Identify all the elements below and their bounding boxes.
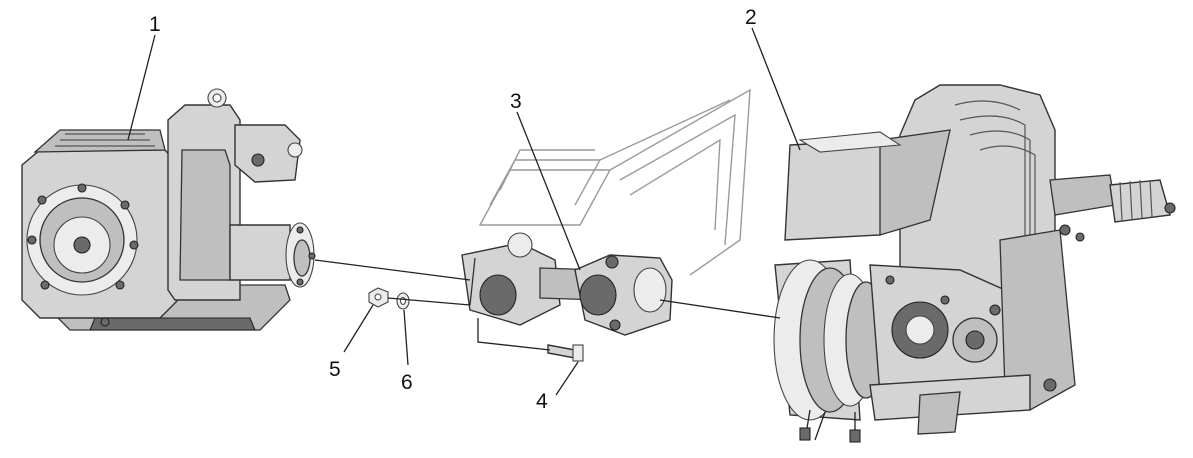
washer-part-6 [396,292,410,310]
bolt-part-4 [547,344,584,362]
pump-unit-part-2 [773,84,1176,443]
callout-2: 2 [745,6,757,29]
callout-6: 6 [401,371,413,394]
assembly-axis-lines [314,259,781,351]
cardan-shaft-part-3 [461,232,673,336]
nut-part-5 [368,287,389,308]
gearbox-part-1 [21,88,316,331]
callout-5: 5 [329,358,341,381]
callout-4: 4 [536,390,548,413]
watermark-chevrons [478,88,751,276]
leader-lines [127,27,801,396]
callout-3: 3 [510,90,522,113]
callout-1: 1 [149,13,161,36]
